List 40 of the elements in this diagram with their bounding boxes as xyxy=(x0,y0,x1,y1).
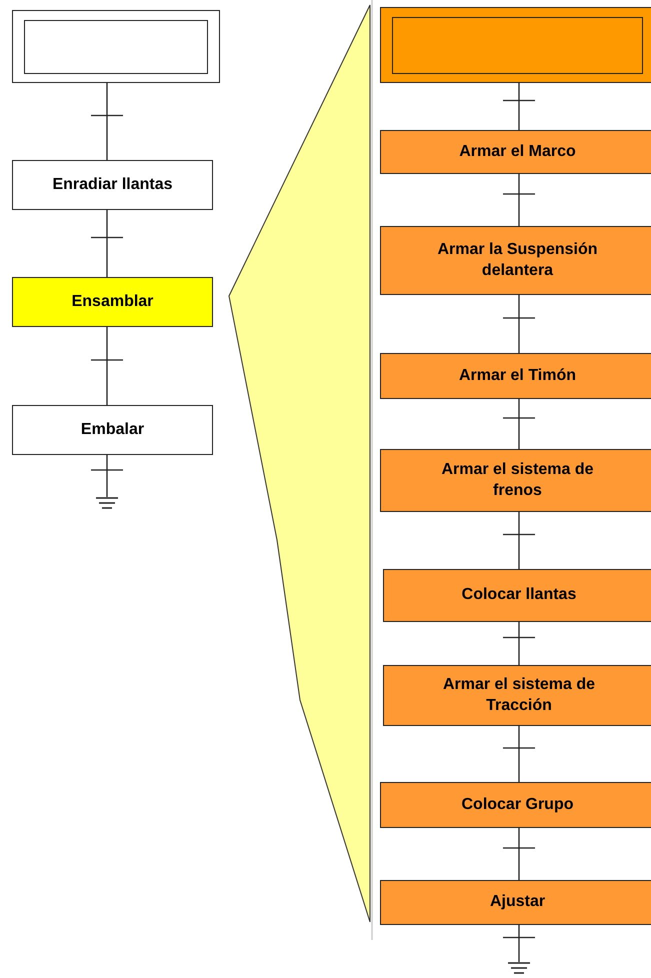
step-label: Colocar llantas xyxy=(462,585,576,606)
step-box xyxy=(380,880,651,925)
transition-link xyxy=(90,454,124,498)
step-label: Armar el Marco xyxy=(459,142,576,162)
step-label: Ajustar xyxy=(490,892,546,912)
step-label: Embalar xyxy=(80,420,144,440)
step-label: Armar la Suspensión delantera xyxy=(436,240,599,280)
initial-step-box xyxy=(380,7,651,83)
step-label: Colocar Grupo xyxy=(461,794,574,815)
transition-link xyxy=(502,621,536,666)
transition-link xyxy=(502,82,536,131)
step-label: Armar el sistema de Tracción xyxy=(442,674,596,716)
step-box xyxy=(380,226,651,295)
step-box xyxy=(380,353,651,399)
transition-link xyxy=(502,725,536,783)
step-label: Armar el Timón xyxy=(458,366,576,386)
transition-link xyxy=(502,924,536,963)
step-label: Enradiar llantas xyxy=(52,174,173,195)
step-box xyxy=(12,405,213,455)
step-box xyxy=(383,569,651,622)
transition-link xyxy=(502,827,536,881)
transition-link xyxy=(502,173,536,227)
transition-link xyxy=(502,511,536,570)
transition-link xyxy=(502,294,536,354)
step-box xyxy=(12,160,213,210)
transition-link xyxy=(502,398,536,450)
step-box xyxy=(380,782,651,828)
step-label: Armar el sistema de frenos xyxy=(440,460,595,500)
transition-link xyxy=(90,326,124,406)
transition-link xyxy=(90,82,124,161)
step-box xyxy=(380,130,651,174)
ground-symbol xyxy=(507,962,531,974)
ground-symbol xyxy=(95,497,119,509)
transition-link xyxy=(90,209,124,278)
step-box xyxy=(12,277,213,327)
step-box xyxy=(380,449,651,512)
initial-step-box xyxy=(12,10,220,83)
step-label: Ensamblar xyxy=(72,292,154,312)
zoom-callout-shape xyxy=(228,4,370,922)
step-box xyxy=(383,665,651,726)
